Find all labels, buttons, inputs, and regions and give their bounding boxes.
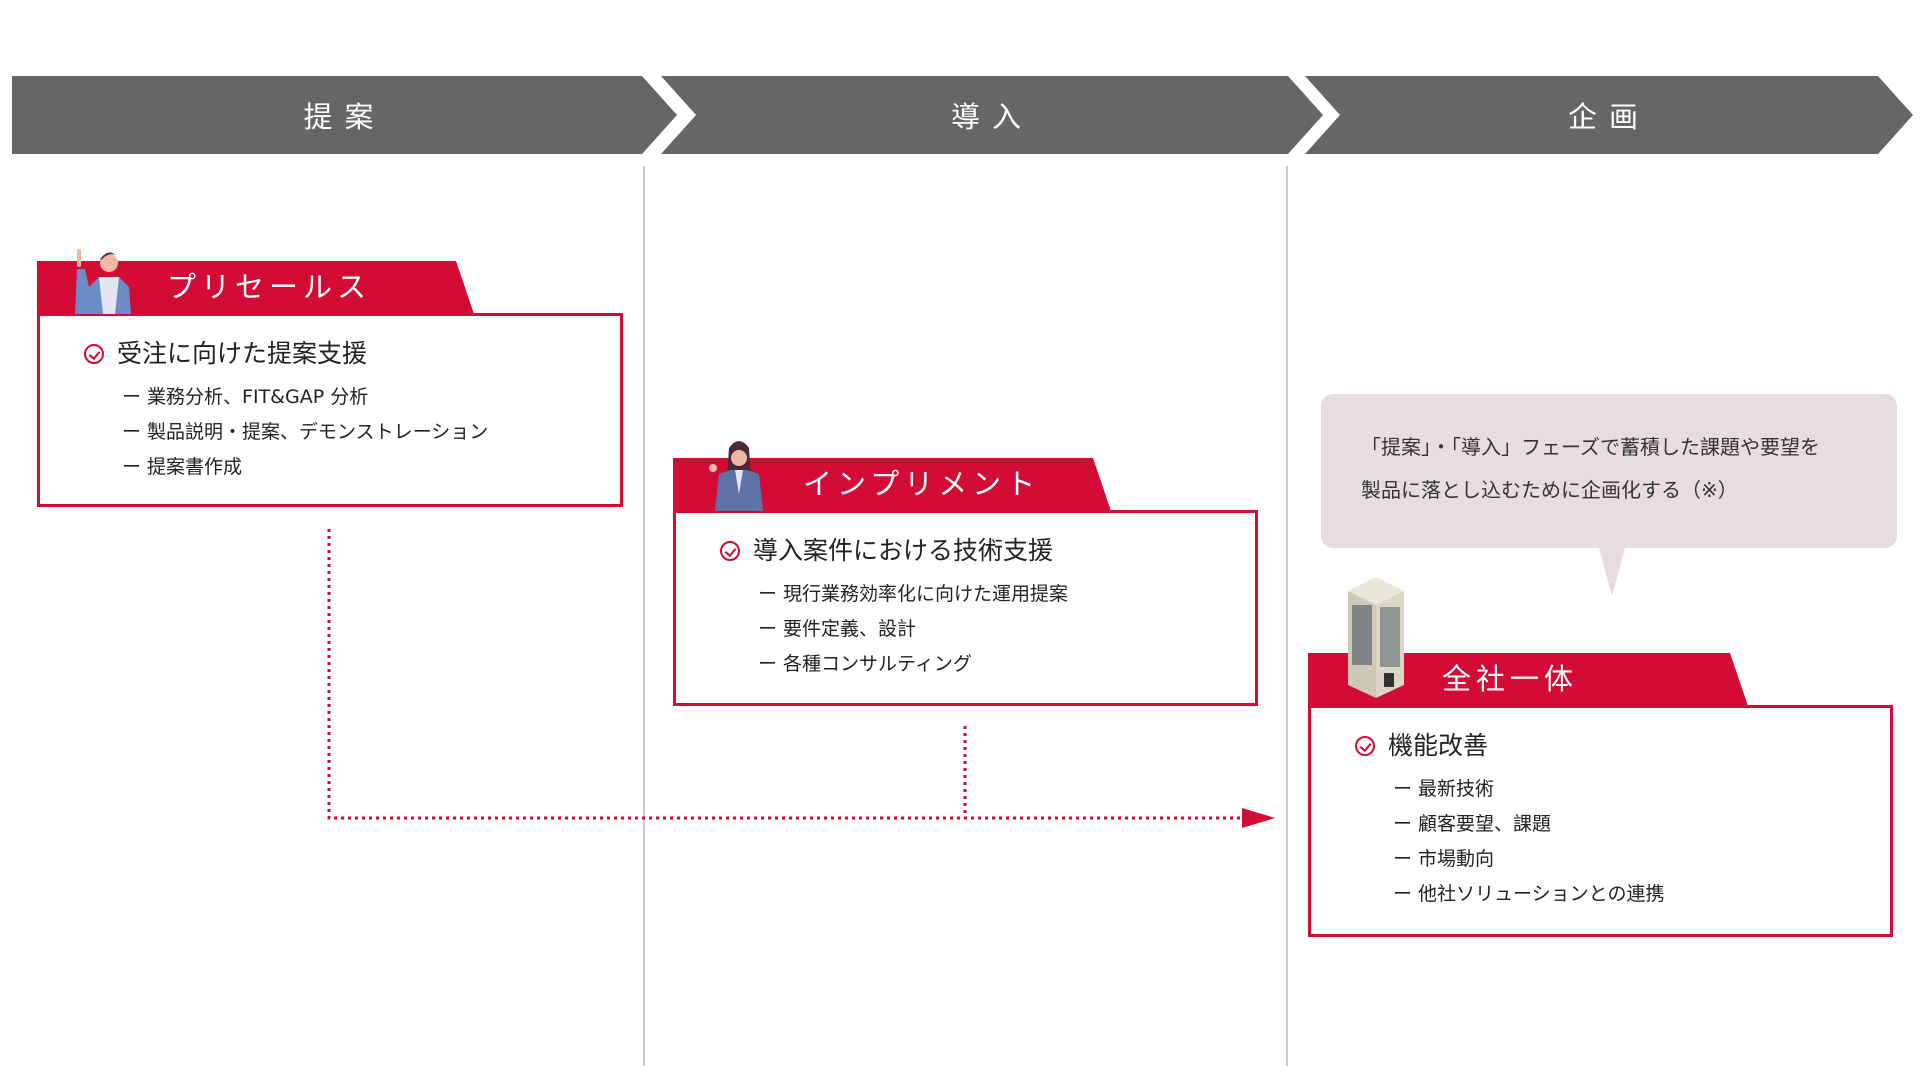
column-divider (643, 166, 645, 1066)
bubble-text: 製品に落とし込むために企画化する（※） (1361, 478, 1738, 502)
column-divider (1286, 166, 1288, 1066)
arrow-head-icon (1242, 808, 1275, 828)
list-item: 製品説明・提案、デモンストレーション (122, 415, 620, 450)
phase-label: 企画 (1567, 100, 1650, 134)
phase-proposal: 提案 (12, 76, 677, 154)
check-circle-icon (1355, 736, 1375, 756)
consultant-icon (709, 441, 763, 511)
list-item: 各種コンサルティング (758, 647, 1255, 682)
card-title: インプリメント (803, 467, 1041, 501)
card-title: 全社一体 (1442, 662, 1579, 696)
list-item: 現行業務効率化に向けた運用提案 (758, 577, 1255, 612)
list-item: 市場動向 (1393, 842, 1890, 877)
card-heading: 機能改善 (1388, 731, 1489, 760)
phase-implementation: 導入 (661, 76, 1323, 154)
card-title: プリセールス (167, 270, 372, 304)
bubble-text: 「提案」・「導入」フェーズで蓄積した課題や要望を (1361, 435, 1820, 459)
speech-bubble: 「提案」・「導入」フェーズで蓄積した課題や要望を 製品に落とし込むために企画化す… (1321, 394, 1897, 596)
card-presales: プリセールス 受注に向けた提案支援 業務分析、FIT&GAP 分析 製品説明・提… (37, 249, 623, 507)
phase-planning: 企画 (1305, 76, 1913, 154)
list-item: 他社ソリューションとの連携 (1393, 877, 1890, 912)
card-body: 受注に向けた提案支援 業務分析、FIT&GAP 分析 製品説明・提案、デモンスト… (37, 313, 623, 507)
list-item: 最新技術 (1393, 772, 1890, 807)
list-item: 顧客要望、課題 (1393, 807, 1890, 842)
card-heading: 受注に向けた提案支援 (117, 339, 368, 368)
building-icon (1348, 577, 1404, 698)
card-implement: インプリメント 導入案件における技術支援 現行業務効率化に向けた運用提案 要件定… (673, 441, 1258, 706)
card-body: 導入案件における技術支援 現行業務効率化に向けた運用提案 要件定義、設計 各種コ… (673, 510, 1258, 706)
phase-label: 導入 (950, 100, 1033, 134)
list-item: 要件定義、設計 (758, 612, 1255, 647)
card-company: 全社一体 機能改善 最新技術 顧客要望、課題 市場動向 他社ソリューションとの連… (1308, 577, 1893, 937)
list-item: 提案書作成 (122, 450, 620, 485)
salesperson-icon (75, 249, 131, 314)
card-heading: 導入案件における技術支援 (753, 536, 1054, 565)
phase-label: 提案 (303, 100, 386, 134)
card-body: 機能改善 最新技術 顧客要望、課題 市場動向 他社ソリューションとの連携 (1308, 705, 1893, 937)
check-circle-icon (720, 541, 740, 561)
list-item: 業務分析、FIT&GAP 分析 (122, 380, 620, 415)
check-circle-icon (84, 344, 104, 364)
